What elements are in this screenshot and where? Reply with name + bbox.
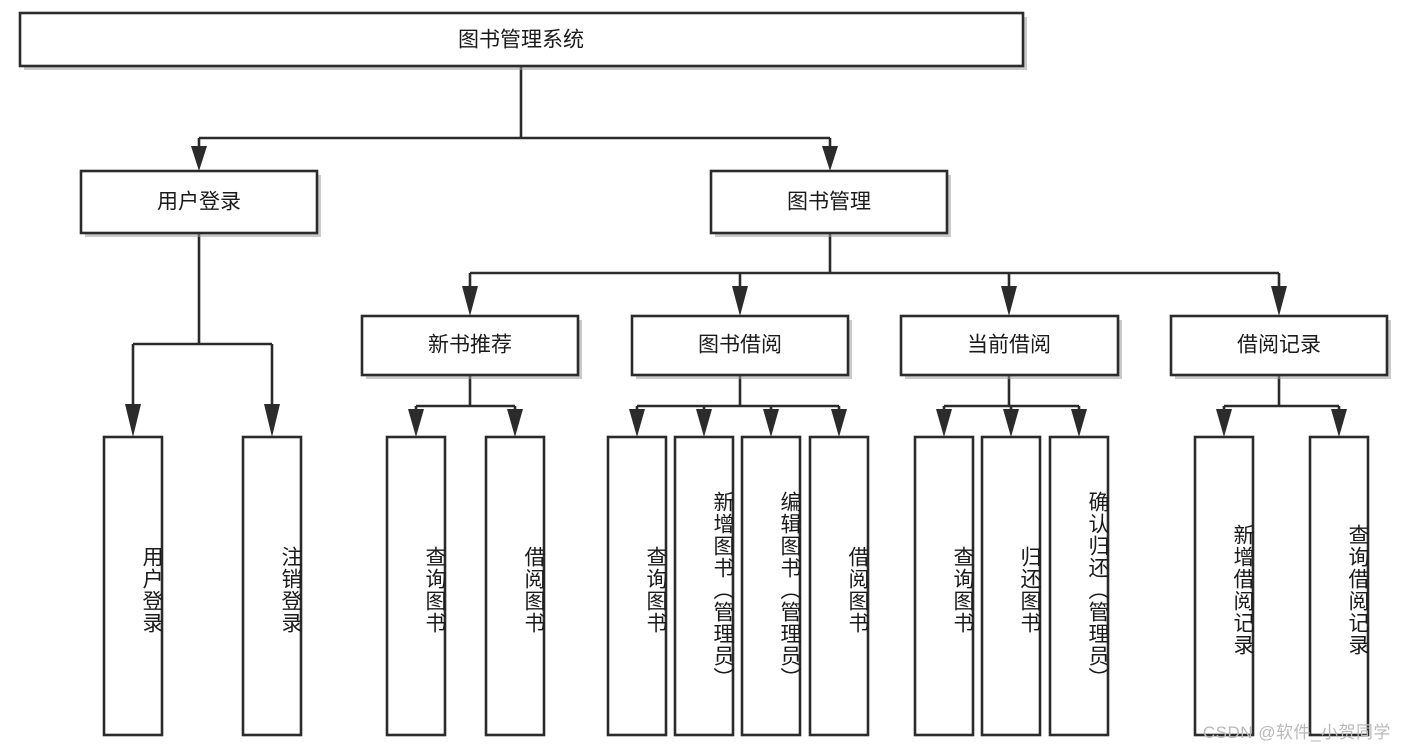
- node-box-leaf-borrow-book-rec[interactable]: [484, 435, 546, 737]
- node-label-book-borrow: 图书借阅: [698, 334, 782, 357]
- arrow-head-leaf-query-book-rec: [408, 409, 424, 437]
- node-box-borrow-record[interactable]: [1169, 314, 1389, 377]
- arrow-head-leaf-add-book-admin: [696, 409, 712, 437]
- arrow-head-leaf-borrow-book-bor: [831, 409, 847, 437]
- node-box-leaf-query-book-rec[interactable]: [385, 435, 447, 737]
- node-box-leaf-borrow-book-bor[interactable]: [808, 435, 870, 737]
- node-box-leaf-user-logout[interactable]: [241, 435, 303, 737]
- node-label-user-login: 用户登录: [157, 191, 241, 214]
- node-box-book-borrow[interactable]: [630, 314, 850, 377]
- arrow-head-leaf-borrow-book-rec: [507, 409, 523, 437]
- arrow-head-leaf-edit-book-admin: [763, 409, 779, 437]
- node-box-book-manage[interactable]: [709, 169, 949, 235]
- watermark-text: CSDN @软件_小贺同学: [1202, 723, 1391, 742]
- connector-layer: [125, 66, 1347, 437]
- node-box-leaf-confirm-return-admin[interactable]: [1048, 435, 1110, 737]
- node-label-root: 图书管理系统: [458, 29, 584, 52]
- node-box-leaf-query-book-cur[interactable]: [913, 435, 975, 737]
- node-box-current-borrow[interactable]: [899, 314, 1120, 377]
- arrow-head-leaf-user-logout: [264, 404, 280, 437]
- node-box-new-book-recommend[interactable]: [360, 314, 580, 377]
- node-label-new-book-recommend: 新书推荐: [428, 334, 512, 357]
- arrow-head-book-manage: [822, 146, 838, 171]
- node-label-book-manage: 图书管理: [787, 191, 871, 214]
- node-box-leaf-user-login[interactable]: [102, 435, 164, 737]
- arrow-head-leaf-query-book-bor: [629, 409, 645, 437]
- arrow-head-leaf-user-login: [125, 404, 141, 437]
- arrow-head-leaf-query-borrow-record: [1331, 409, 1347, 437]
- node-box-root[interactable]: [18, 11, 1025, 68]
- node-box-user-login[interactable]: [79, 169, 319, 235]
- node-box-leaf-add-book-admin[interactable]: [673, 435, 735, 737]
- node-label-current-borrow: 当前借阅: [967, 334, 1051, 357]
- arrow-head-book-borrow: [732, 286, 748, 316]
- arrow-head-leaf-return-book: [1003, 409, 1019, 437]
- arrow-head-leaf-add-borrow-record: [1216, 409, 1232, 437]
- arrow-head-current-borrow: [1001, 286, 1017, 316]
- node-box-leaf-query-book-bor[interactable]: [606, 435, 668, 737]
- node-box-leaf-edit-book-admin[interactable]: [740, 435, 802, 737]
- node-box-leaf-return-book[interactable]: [980, 435, 1042, 737]
- arrow-head-leaf-confirm-return-admin: [1071, 409, 1087, 437]
- arrow-head-borrow-record: [1271, 286, 1287, 316]
- arrow-head-user-login: [191, 146, 207, 171]
- node-label-borrow-record: 借阅记录: [1237, 334, 1321, 357]
- node-box-leaf-query-borrow-record[interactable]: [1308, 435, 1370, 737]
- node-box-leaf-add-borrow-record[interactable]: [1193, 435, 1255, 737]
- arrow-head-new-book-recommend: [462, 286, 478, 316]
- node-layer: 图书管理系统 用户登录 图书管理 新书推荐 图书借阅 当前借阅 借阅记录: [18, 11, 1391, 737]
- arrow-head-leaf-query-book-cur: [936, 409, 952, 437]
